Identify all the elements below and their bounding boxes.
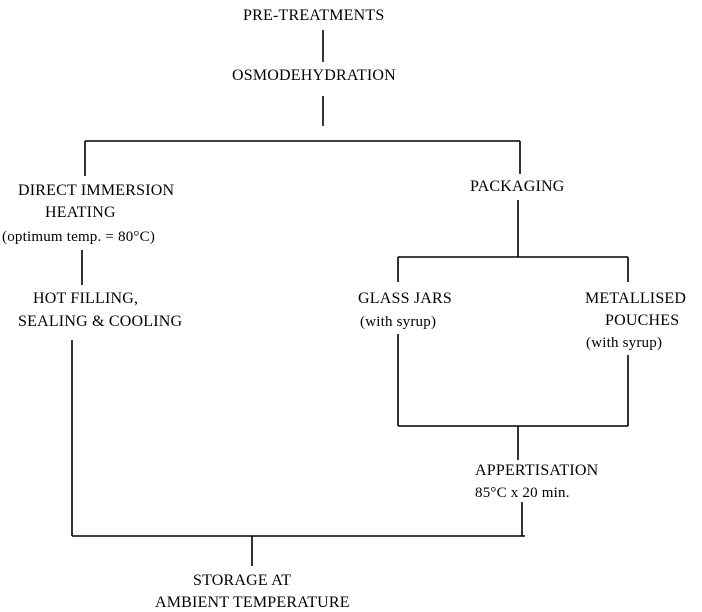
node-metallised-pouches-line1: METALLISED (585, 290, 687, 307)
node-packaging: PACKAGING (470, 178, 565, 195)
node-pre-treatments: PRE-TREATMENTS (243, 7, 385, 24)
node-appertisation-line1: APPERTISATION (475, 462, 599, 479)
node-hot-filling-line1: HOT FILLING, (33, 290, 139, 307)
node-direct-immersion-line1: DIRECT IMMERSION (18, 182, 175, 199)
node-glass-jars-line2: (with syrup) (360, 314, 437, 330)
node-storage-line2: AMBIENT TEMPERATURE (155, 594, 350, 611)
node-osmodehydration: OSMODEHYDRATION (232, 67, 396, 84)
node-glass-jars-line1: GLASS JARS (358, 290, 453, 307)
node-metallised-pouches-line3: (with syrup) (586, 335, 663, 351)
node-direct-immersion-line3: (optimum temp. = 80°C) (2, 229, 156, 245)
node-metallised-pouches-line2: POUCHES (605, 312, 680, 329)
node-direct-immersion-line2: HEATING (45, 204, 116, 221)
node-storage-line1: STORAGE AT (193, 572, 292, 589)
node-appertisation-line2: 85°C x 20 min. (475, 485, 570, 501)
node-hot-filling-line2: SEALING & COOLING (18, 313, 183, 330)
